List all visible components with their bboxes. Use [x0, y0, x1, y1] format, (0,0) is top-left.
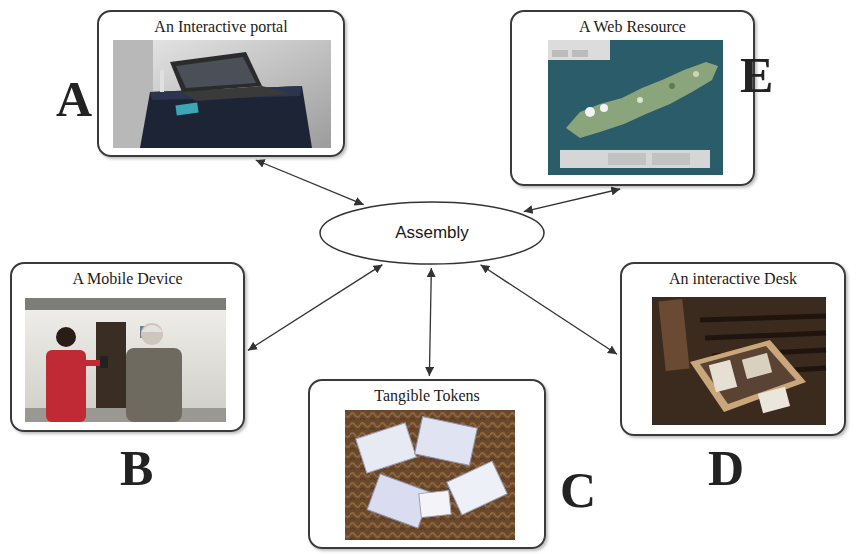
callout-letter: D	[708, 443, 744, 493]
web-map-screenshot	[548, 40, 723, 175]
box-title: An Interactive portal	[154, 18, 287, 36]
double-arrow	[248, 265, 382, 351]
box-title: An interactive Desk	[669, 270, 797, 288]
callout-letter: E	[740, 50, 773, 100]
tokens-photo	[345, 410, 515, 540]
box-title: A Mobile Device	[72, 270, 182, 288]
interactive-desk-box: An interactive Desk	[620, 262, 846, 436]
hub-label: Assembly	[395, 223, 469, 243]
double-arrow	[256, 160, 364, 205]
double-arrow	[481, 265, 617, 354]
callout-letter: A	[56, 74, 92, 124]
box-title: A Web Resource	[579, 18, 686, 36]
double-arrow	[524, 189, 621, 212]
portal-box: An Interactive portal	[97, 10, 345, 157]
callout-letter: C	[560, 465, 596, 515]
box-title: Tangible Tokens	[374, 387, 479, 405]
assembly-ellipse: Assembly	[319, 201, 545, 265]
tokens-box: Tangible Tokens	[308, 379, 546, 549]
desk-photo	[652, 297, 826, 425]
callout-letter: B	[120, 443, 153, 493]
web-resource-box: A Web Resource	[510, 10, 755, 186]
portal-photo	[113, 40, 331, 148]
double-arrow	[429, 268, 431, 376]
mobile-device-photo	[25, 298, 226, 422]
mobile-device-box: A Mobile Device	[10, 262, 245, 432]
